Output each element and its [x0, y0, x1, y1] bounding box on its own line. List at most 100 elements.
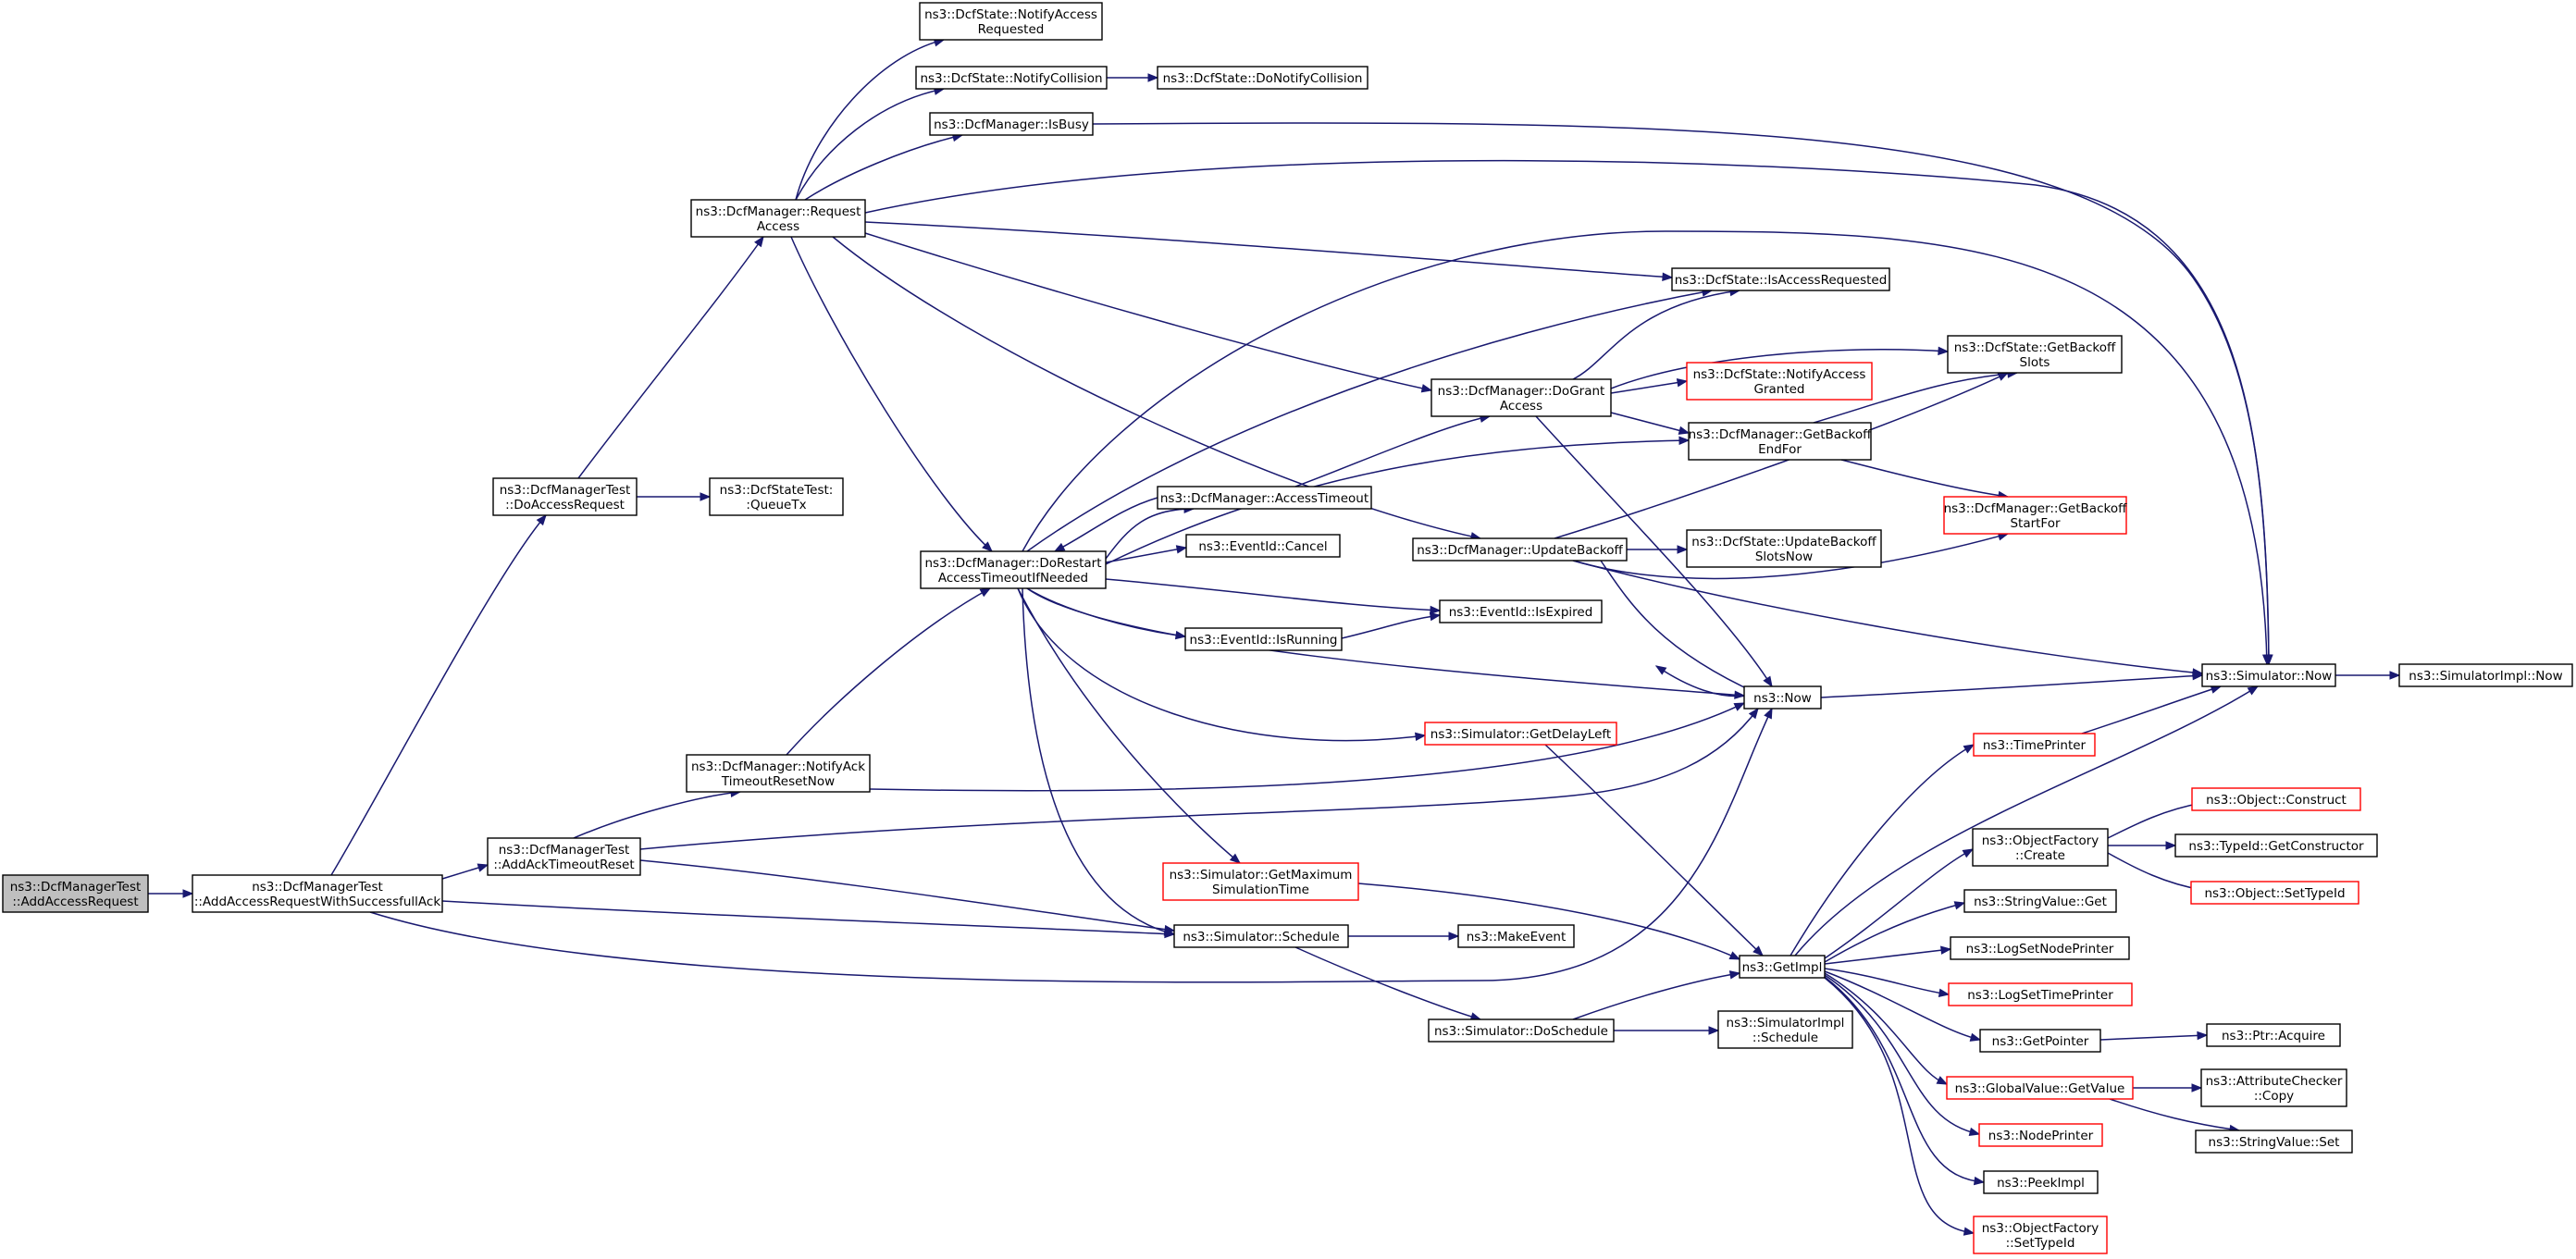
node-now[interactable]: ns3::Now: [1743, 685, 1822, 710]
node-label: ns3::Object::Construct: [2206, 793, 2347, 808]
node-lognodeprinter[interactable]: ns3::LogSetNodePrinter: [1950, 936, 2130, 960]
node-simimplschedule[interactable]: ns3::SimulatorImpl::Schedule: [1717, 1010, 1853, 1049]
node-label: ::Create: [2015, 848, 2065, 863]
edge-getimpl-to-objfactsettypeid: [1824, 977, 1975, 1234]
node-ptracquire[interactable]: ns3::Ptr::Acquire: [2206, 1023, 2341, 1047]
node-addacktimeoutreset[interactable]: ns3::DcfManagerTest::AddAckTimeoutReset: [487, 837, 641, 876]
node-box: [1157, 66, 1368, 90]
node-notifycoll[interactable]: ns3::DcfState::NotifyCollision: [915, 66, 1108, 90]
node-timeprinter[interactable]: ns3::TimePrinter: [1973, 733, 2096, 757]
node-box: [2195, 1129, 2353, 1154]
node-globalgetvalue[interactable]: ns3::GlobalValue::GetValue: [1946, 1076, 2134, 1100]
edge-getimpl-to-objfactcreate: [1824, 848, 1974, 959]
node-box: [1973, 733, 2096, 757]
edge-doaccreq-to-reqacc-arrowhead: [754, 235, 764, 248]
node-box: [1162, 862, 1359, 901]
node-getdelayleft[interactable]: ns3::Simulator::GetDelayLeft: [1424, 722, 1617, 746]
node-isbusy[interactable]: ns3::DcfManager::IsBusy: [929, 112, 1094, 136]
node-label: AccessTimeoutIfNeeded: [938, 571, 1088, 586]
node-label: ns3::DcfState::NotifyAccess: [924, 7, 1097, 22]
edge-updatebackoff-to-getbackoffslots-arrowhead: [1997, 372, 2010, 381]
node-doaccreq[interactable]: ns3::DcfManagerTest::DoAccessRequest: [492, 477, 638, 516]
node-objfactsettypeid[interactable]: ns3::ObjectFactory::SetTypeId: [1973, 1216, 2108, 1254]
node-box: [2174, 833, 2378, 858]
node-getimpl[interactable]: ns3::GetImpl: [1739, 955, 1826, 979]
node-label: ns3::Simulator::Schedule: [1183, 930, 1339, 944]
node-label: EndFor: [1758, 442, 1802, 457]
node-box: [1950, 936, 2130, 960]
node-label: ns3::DcfManager::GetBackoff: [1944, 501, 2127, 516]
node-getconstructor[interactable]: ns3::TypeId::GetConstructor: [2174, 833, 2378, 858]
node-label: ns3::DcfState::DoNotifyCollision: [1163, 71, 1363, 86]
node-isexpired[interactable]: ns3::EventId::IsExpired: [1439, 599, 1603, 623]
edge-dorestart-to-simnow: [1022, 230, 2268, 665]
node-label: ns3::Now: [1753, 691, 1812, 706]
edge-root-to-addacc-arrowhead: [182, 889, 194, 898]
node-updatebackoff[interactable]: ns3::DcfManager::UpdateBackoff: [1412, 537, 1628, 562]
edge-addacktimeoutreset-to-schedule-arrowhead: [1163, 924, 1176, 934]
node-box: [1185, 534, 1341, 558]
node-box: [920, 550, 1107, 589]
node-schedule[interactable]: ns3::Simulator::Schedule: [1173, 924, 1349, 948]
node-label: ::AddAccessRequest: [12, 895, 138, 909]
node-label: ns3::DcfState::NotifyCollision: [920, 71, 1102, 86]
edge-dogrant-to-notifyaccgranted: [1610, 380, 1688, 394]
edge-getimpl-to-objfactcreate-arrowhead: [1962, 848, 1975, 858]
node-label: ns3::DcfManager::NotifyAck: [691, 759, 865, 774]
node-simnow[interactable]: ns3::Simulator::Now: [2201, 663, 2336, 687]
edge-getimpl-to-lognodeprinter-arrowhead: [1940, 945, 1952, 955]
node-logtimeprinter[interactable]: ns3::LogSetTimePrinter: [1948, 982, 2133, 1006]
edge-updatebackoff-to-getbackoffslots: [1554, 372, 2009, 539]
edge-addacc-to-schedule: [441, 900, 1175, 935]
node-objfactcreate[interactable]: ns3::ObjectFactory::Create: [1972, 828, 2109, 867]
node-cancel[interactable]: ns3::EventId::Cancel: [1185, 534, 1341, 558]
node-getpointer[interactable]: ns3::GetPointer: [1979, 1029, 2101, 1053]
node-label: ns3::DcfStateTest:: [720, 483, 834, 498]
node-stringvalueget[interactable]: ns3::StringValue::Get: [1963, 889, 2117, 913]
node-attrcheckercopy[interactable]: ns3::AttributeChecker::Copy: [2200, 1068, 2347, 1107]
node-nodeprinter[interactable]: ns3::NodePrinter: [1978, 1123, 2103, 1147]
edge-reqacc-to-updatebackoff: [832, 236, 1481, 539]
node-box: [1717, 1010, 1853, 1049]
edge-getimpl-to-simnow: [1794, 685, 2259, 957]
edge-reqacc-to-dogrant: [864, 232, 1432, 391]
node-doschedule[interactable]: ns3::Simulator::DoSchedule: [1428, 1018, 1615, 1043]
node-makeevent[interactable]: ns3::MakeEvent: [1457, 924, 1575, 948]
node-objconstruct[interactable]: ns3::Object::Construct: [2191, 787, 2361, 811]
node-addacc[interactable]: ns3::DcfManagerTest::AddAccessRequestWit…: [192, 874, 443, 913]
node-box: [1978, 1123, 2103, 1147]
edge-addacktimeoutreset-to-now-arrowhead: [1748, 707, 1759, 720]
node-queuetx[interactable]: ns3::DcfStateTest::QueueTx: [709, 477, 844, 516]
edge-getimpl-to-globalgetvalue: [1824, 972, 1948, 1085]
node-box: [2200, 1068, 2347, 1107]
node-simimplnow[interactable]: ns3::SimulatorImpl::Now: [2398, 663, 2573, 687]
edge-getimpl-to-stringvalueget-arrowhead: [1953, 901, 1966, 910]
node-notifyacktimeout[interactable]: ns3::DcfManager::NotifyAckTimeoutResetNo…: [686, 754, 871, 793]
node-peekimpl[interactable]: ns3::PeekImpl: [1983, 1170, 2099, 1194]
node-box: [1671, 267, 1890, 291]
edge-addacc-to-now: [369, 708, 1773, 983]
edge-getdelayleft-to-getimpl: [1544, 744, 1764, 957]
node-isrunning[interactable]: ns3::EventId::IsRunning: [1184, 627, 1343, 651]
node-label: ::AddAckTimeoutReset: [493, 858, 634, 872]
node-acctimeout[interactable]: ns3::DcfManager::AccessTimeout: [1157, 486, 1372, 510]
node-donotifycoll[interactable]: ns3::DcfState::DoNotifyCollision: [1157, 66, 1368, 90]
node-isaccreq[interactable]: ns3::DcfState::IsAccessRequested: [1671, 267, 1890, 291]
edge-updatebackoff-to-now-arrowhead: [1654, 665, 1667, 675]
edge-getimpl-to-simnow-arrowhead: [2247, 685, 2260, 696]
node-dorestart[interactable]: ns3::DcfManager::DoRestartAccessTimeoutI…: [920, 550, 1107, 589]
node-label: ns3::DcfState::IsAccessRequested: [1675, 273, 1888, 288]
edge-getpointer-to-ptracquire-arrowhead: [2197, 1031, 2209, 1041]
node-objsettypeid[interactable]: ns3::Object::SetTypeId: [2190, 881, 2359, 905]
node-label: :QueueTx: [746, 498, 806, 512]
node-stringvalueset[interactable]: ns3::StringValue::Set: [2195, 1129, 2353, 1154]
